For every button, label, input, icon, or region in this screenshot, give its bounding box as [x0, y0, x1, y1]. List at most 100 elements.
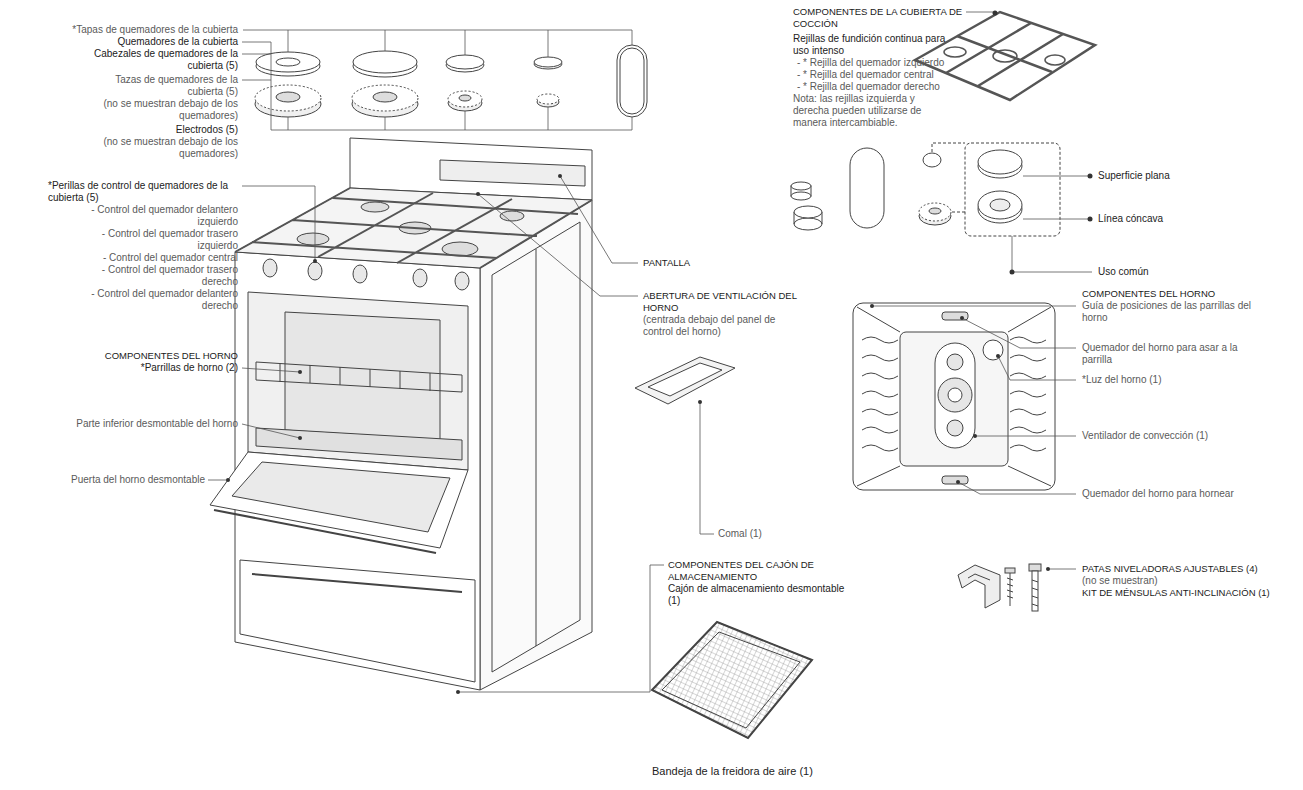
part-label: Ventilador de convección (1)	[1082, 430, 1252, 442]
oven-interior	[942, 476, 968, 484]
leader-lines	[208, 12, 1092, 692]
list-item: - Control del quemador delantero izquier…	[63, 204, 238, 228]
leader-dots	[960, 316, 964, 320]
oven-interior	[853, 303, 1055, 490]
range-body	[235, 188, 592, 268]
leader-lines	[242, 424, 300, 438]
part-label: Quemadores de la cubierta	[48, 36, 238, 48]
oven-interior	[938, 378, 972, 412]
oven-interior	[947, 354, 963, 370]
cap-figures	[932, 143, 965, 212]
leader-dots	[870, 304, 874, 308]
range-body	[413, 269, 427, 287]
burner-heads	[255, 85, 321, 111]
cap-figures	[791, 182, 811, 190]
note-text: (no se muestran)	[1082, 575, 1302, 587]
leader-dots	[996, 354, 1000, 358]
section-heading: PATAS NIVELADORAS AJUSTABLES (4)	[1082, 563, 1302, 575]
part-label: Quemador del horno para asar a la parril…	[1082, 342, 1252, 366]
section-heading: PANTALLA	[643, 257, 733, 269]
part-label: *Luz del horno (1)	[1082, 374, 1252, 386]
leader-dots	[226, 11, 1093, 695]
range-body	[297, 233, 329, 245]
leader-dots	[1088, 217, 1093, 222]
list-item: - * Rejilla del quemador central	[797, 69, 957, 81]
leveling-leg-kit	[958, 564, 1041, 611]
list-item: - Control del quemador trasero derecho	[63, 264, 238, 288]
range-body	[285, 312, 440, 440]
burner-heads	[352, 85, 418, 111]
leader-dots	[973, 434, 977, 438]
burner-heads	[373, 92, 397, 102]
part-label: Uso común	[1098, 266, 1248, 278]
range-body	[214, 510, 436, 553]
section-heading: COMPONENTES DEL HORNO	[48, 350, 238, 362]
comal-griddle	[635, 357, 735, 404]
leveling-leg-kit	[1007, 573, 1013, 606]
leader-dots	[558, 174, 562, 178]
note-text: Nota: las rejillas izquierda y derecha p…	[793, 93, 943, 129]
range-body	[263, 259, 277, 277]
part-label: Guía de posiciones de las parrillas del …	[1082, 300, 1262, 324]
cast-iron-grate	[944, 47, 966, 57]
leader-dots	[226, 478, 230, 482]
part-label: Cabezales de quemadores de la cubierta (…	[58, 48, 238, 72]
burner-heads	[459, 95, 471, 101]
section-heading: ABERTURA DE VENTILACIÓN DEL HORNO	[643, 290, 808, 314]
cap-figures	[978, 150, 1022, 174]
leader-lines	[458, 565, 664, 692]
range-body	[353, 265, 367, 283]
range-body	[240, 560, 475, 682]
cast-iron-grate	[915, 12, 1095, 100]
part-label: Parte inferior desmontable del horno	[48, 418, 238, 430]
air-fryer-tray	[652, 622, 812, 738]
leader-lines	[208, 480, 228, 481]
leader-lines	[1048, 569, 1076, 570]
cap-figures	[794, 218, 822, 230]
burner-heads	[255, 85, 559, 117]
leader-dots	[298, 370, 302, 374]
note-text: (centrada debajo del panel de control de…	[643, 314, 783, 338]
oven-interior	[900, 332, 1008, 466]
section-heading: COMPONENTES DE LA CUBIERTA DE COCCIÓN	[793, 6, 963, 30]
range-body	[455, 272, 469, 290]
cap-figures	[929, 208, 941, 214]
part-label: *Parrillas de horno (2)	[48, 362, 238, 374]
note-text: (no se muestran debajo de los quemadores…	[68, 136, 238, 160]
leader-lines	[242, 42, 632, 130]
section-heading: KIT DE MÉNSULAS ANTI-INCLINACIÓN (1)	[1082, 587, 1302, 599]
list-item: - Control del quemador central	[63, 252, 238, 264]
leveling-leg-kit	[1032, 580, 1038, 606]
range-body	[361, 202, 389, 212]
leader-dots	[456, 690, 460, 694]
oven-interior	[853, 303, 1055, 490]
leader-lines	[1012, 176, 1092, 272]
list-item: - * Rejilla del quemador derecho	[797, 81, 957, 93]
note-text: (no se muestran debajo de los quemadores…	[68, 98, 238, 122]
cap-figures	[990, 199, 1010, 211]
oven-interior	[857, 307, 1051, 486]
part-label: *Perillas de control de quemadores de la…	[48, 180, 240, 204]
oven-interior	[947, 420, 963, 436]
leader-lines	[700, 402, 714, 534]
oven-interior	[935, 343, 975, 448]
leader-lines	[242, 368, 300, 372]
range-body	[210, 138, 592, 690]
leveling-leg-kit	[958, 565, 1000, 608]
part-label: Puerta del horno desmontable	[65, 474, 205, 486]
burner-heads	[276, 92, 300, 102]
leader-dots	[476, 192, 480, 196]
leader-dots	[313, 259, 317, 263]
burner-caps	[256, 45, 647, 117]
leader-dots	[1088, 174, 1093, 179]
cap-figures	[978, 191, 1022, 219]
range-body	[248, 292, 468, 470]
burner-caps	[617, 45, 647, 117]
part-label: Bandeja de la freidora de aire (1)	[652, 765, 872, 778]
list-item: - * Rejilla del quemador izquierdo	[797, 57, 957, 69]
range-body	[500, 211, 524, 221]
section-heading: COMPONENTES DEL HORNO	[1082, 288, 1282, 300]
range-body	[280, 364, 430, 391]
part-label: *Tapas de quemadores de la cubierta	[48, 24, 238, 36]
